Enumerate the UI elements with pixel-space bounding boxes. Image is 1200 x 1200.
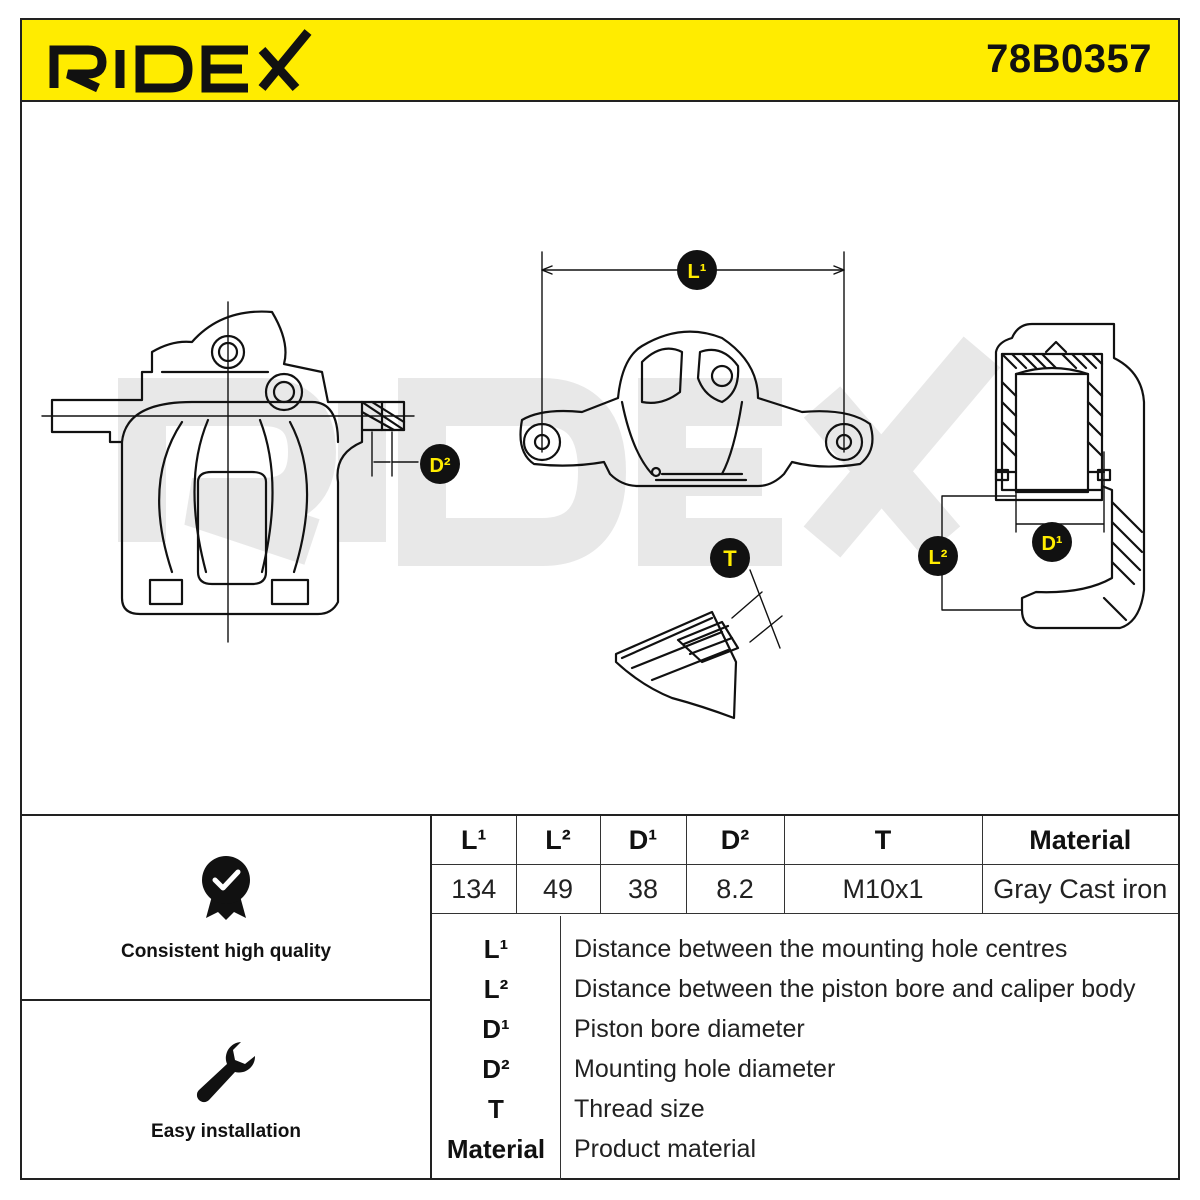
spec-value-l2: 49 — [515, 864, 601, 914]
badge-l1: L¹ — [677, 250, 717, 290]
spec-value-t: M10x1 — [783, 864, 983, 914]
legend-description: Piston bore diameter — [574, 1015, 805, 1043]
svg-text:T: T — [723, 546, 737, 571]
spec-header-l2: L² — [515, 816, 601, 865]
dimension-badges: L¹ D² T L² D¹ — [420, 250, 1072, 578]
legend-row: D¹ Piston bore diameter — [432, 1010, 1178, 1050]
features-panel: Consistent high quality Easy installatio… — [22, 816, 432, 1180]
feature-label: Consistent high quality — [120, 941, 332, 962]
spec-section: Consistent high quality Easy installatio… — [22, 814, 1178, 1180]
legend-row: T Thread size — [432, 1090, 1178, 1130]
legend-description: Mounting hole diameter — [574, 1055, 836, 1083]
feature-quality: Consistent high quality — [22, 852, 430, 963]
technical-drawing: L¹ D² T L² D¹ — [22, 102, 1178, 814]
svg-text:L²: L² — [929, 547, 948, 569]
brand-logo — [48, 28, 318, 99]
caliper-side-view — [41, 301, 419, 643]
legend-description: Thread size — [574, 1095, 705, 1123]
badge-l2: L² — [918, 536, 958, 576]
legend-divider — [560, 916, 561, 1180]
badge-d2: D² — [420, 444, 460, 484]
spec-header-t: T — [783, 816, 983, 865]
badge-t: T — [710, 538, 750, 578]
legend-row: L² Distance between the piston bore and … — [432, 970, 1178, 1010]
spec-header-material: Material — [981, 816, 1178, 865]
spec-value-row: 134 49 38 8.2 M10x1 Gray Cast iron — [432, 864, 1178, 914]
caliper-front-view — [519, 251, 874, 488]
feature-installation: Easy installation — [22, 1038, 430, 1143]
spec-header-l1: L¹ — [432, 816, 517, 865]
product-sheet: 78B0357 — [20, 18, 1180, 1180]
svg-text:D²: D² — [429, 455, 450, 477]
legend-description: Distance between the piston bore and cal… — [574, 975, 1136, 1003]
spec-value-material: Gray Cast iron — [981, 864, 1178, 914]
spec-value-l1: 134 — [432, 864, 517, 914]
svg-text:L¹: L¹ — [688, 261, 707, 283]
badge-d1: D¹ — [1032, 522, 1072, 562]
legend-key: L² — [483, 974, 509, 1004]
spec-header-d1: D¹ — [599, 816, 687, 865]
legend-description: Distance between the mounting hole centr… — [574, 935, 1068, 963]
badge-check-icon — [202, 856, 250, 920]
feature-divider — [22, 999, 430, 1001]
spec-header-row: L¹ L² D¹ D² T Material — [432, 816, 1178, 865]
spec-value-d2: 8.2 — [685, 864, 785, 914]
spec-header-d2: D² — [685, 816, 785, 865]
legend-key: T — [488, 1094, 504, 1124]
legend-row: Material Product material — [432, 1130, 1178, 1170]
feature-label: Easy installation — [151, 1121, 301, 1142]
wrench-icon — [196, 1042, 256, 1103]
legend-key: D² — [482, 1054, 510, 1084]
legend-row: D² Mounting hole diameter — [432, 1050, 1178, 1090]
caliper-section-view — [941, 322, 1146, 630]
spec-value-d1: 38 — [599, 864, 687, 914]
spec-table: L¹ L² D¹ D² T Material 134 49 38 8.2 M10… — [432, 816, 1178, 914]
legend-row: L¹ Distance between the mounting hole ce… — [432, 930, 1178, 970]
svg-text:D¹: D¹ — [1041, 533, 1062, 555]
legend-key: L¹ — [483, 934, 509, 964]
legend-description: Product material — [574, 1135, 757, 1163]
legend-key: D¹ — [482, 1014, 510, 1044]
legend-table: L¹ Distance between the mounting hole ce… — [432, 916, 1178, 1180]
thread-detail-view — [614, 569, 783, 720]
part-number: 78B0357 — [986, 37, 1152, 81]
header-bar: 78B0357 — [22, 20, 1178, 102]
legend-key: Material — [446, 1134, 546, 1164]
